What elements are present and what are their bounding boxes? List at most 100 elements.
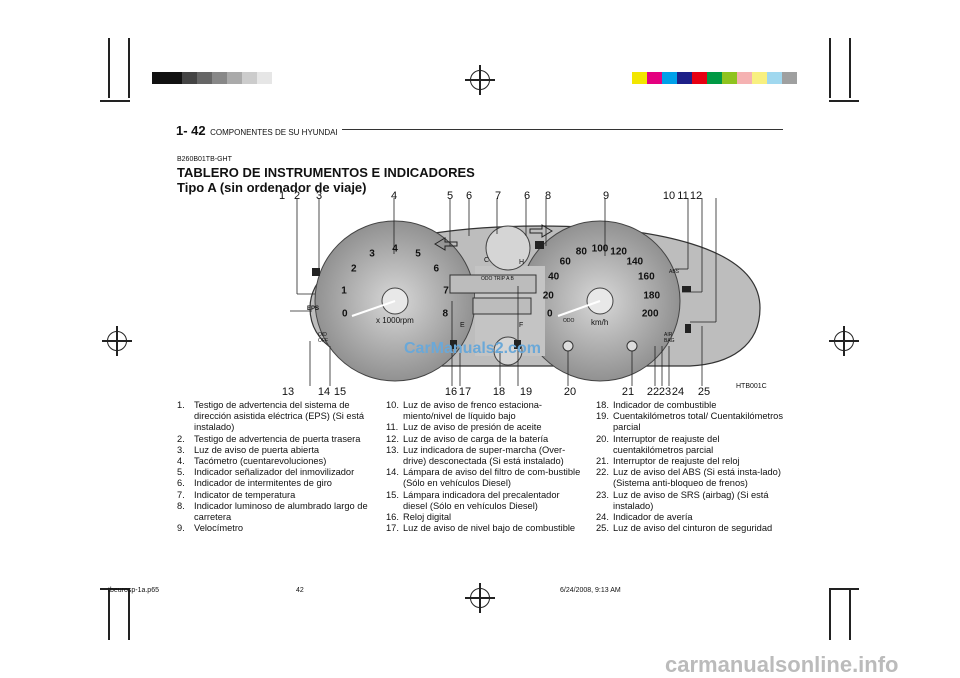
color-swatch [662,72,677,84]
callout-number: 14 [317,386,331,398]
legend-item-number: 6. [177,478,185,489]
callout-number: 6 [523,190,531,202]
legend-item: 18.Indicador de combustible [596,400,786,411]
speedometer-needle [557,300,601,317]
high-beam-icon [535,241,544,249]
color-swatch [167,72,182,84]
callout-number: 1 [278,190,286,202]
legend-item: 13.Luz indicadora de super-marcha (Over-… [386,445,582,467]
callout-number: 22 [646,386,660,398]
legend-item-text: Interruptor de reajuste del cuentakilóme… [613,433,720,455]
callout-number: 15 [333,386,347,398]
callout-number: 19 [519,386,533,398]
legend-item-text: Luz de aviso del ABS (Si está insta-lado… [613,467,781,489]
left-turn-signal-icon [434,237,458,251]
airbag-warning-icon: AIR BAG [664,332,675,344]
color-swatch [257,72,272,84]
legend-item-number: 4. [177,456,185,467]
speedometer-unit: km/h [591,318,609,327]
legend-item-text: Reloj digital [403,512,452,523]
callout-number: 4 [390,190,398,202]
legend-item-text: Cuentakilómetros total/ Cuentakilómetros… [613,411,784,433]
legend-item-text: Luz de aviso de carga de la batería [403,433,549,444]
legend-item: 24.Indicador de avería [596,512,786,523]
legend-item-text: Indicador de combustible [613,400,717,410]
color-swatch [692,72,707,84]
legend-item-number: 8. [177,500,185,511]
color-swatch [647,72,662,84]
door-open-icon [312,268,320,276]
legend-item-number: 5. [177,467,185,478]
legend-item-text: Luz de aviso de puerta abierta [194,444,320,455]
legend-item-text: Tacómetro (cuentarevoluciones) [194,456,327,467]
callout-number: 9 [602,190,610,202]
color-swatch [212,72,227,84]
legend-item-number: 3. [177,444,185,455]
fuel-warning-icon [450,340,457,349]
callout-number: 8 [544,190,552,202]
legend-item: 8.Indicador luminoso de alumbrado largo … [177,501,372,523]
legend-item: 11.Luz de aviso de presión de aceite [386,422,582,433]
legend-item: 5.Indicador señalizador del inmovilizado… [177,467,372,478]
callout-number: 5 [446,190,454,202]
legend-item-text: Luz de aviso de presión de aceite [403,422,542,433]
watermark: CarManuals2.com [404,340,541,357]
tachometer-number: 3 [369,248,375,260]
legend-item: 9. Velocímetro [177,523,372,534]
legend-item: 25.Luz de aviso del cinturon de segurida… [596,523,786,534]
legend-item-text: Testigo de advertencia de puerta trasera [194,433,361,444]
legend-item: 23.Luz de aviso de SRS (airbag) (Si está… [596,490,786,512]
legend-column-1: 1.Testigo de advertencia del sistema de … [177,400,372,534]
speedometer-number: 180 [643,290,661,302]
right-turn-signal-icon [529,224,553,238]
legend-item-text: Interruptor de reajuste del reloj [613,456,740,467]
color-swatch [632,72,647,84]
legend-item-number: 9. [177,523,185,534]
legend-item: 7.Indicator de temperatura [177,490,372,501]
tachometer-number: 0 [341,308,348,320]
legend-list: 10. Luz de aviso de frenco estaciona-mien… [386,400,582,534]
legend-item-text: Velocímetro [194,523,244,534]
legend-item-number: 22. [596,467,609,478]
crop-mark [829,100,859,102]
color-swatch [782,72,797,84]
fuel-full-label: F [519,322,524,329]
tachometer-number: 6 [433,263,440,275]
page-subtitle: Tipo A (sin ordenador de viaje) [177,180,367,195]
legend-item-number: 10. [386,400,399,410]
legend-item-text: Indicator de temperatura [194,489,296,500]
legend-item: 4. Tacómetro (cuentarevoluciones) [177,456,372,467]
color-swatch [707,72,722,84]
legend-item: 20.Interruptor de reajuste del cuentakil… [596,434,786,456]
registration-mark-icon [465,583,495,613]
legend-item-number: 14. [386,467,399,478]
footer-page: 42 [296,587,304,594]
legend-item: 16.Reloj digital [386,512,582,523]
registration-mark-icon [465,65,495,95]
legend-item: 21.Interruptor de reajuste del reloj [596,456,786,467]
color-swatch [722,72,737,84]
legend-item-number: 2. [177,433,185,444]
gray-color-bar [152,72,272,84]
tachometer-number: 4 [392,243,398,255]
legend-item-text: Indicador de avería [613,512,693,523]
callout-number: 12 [689,190,703,202]
speedometer-number: 200 [641,308,659,320]
color-swatch [197,72,212,84]
speedometer-number: 0 [546,308,553,320]
crop-mark [128,590,130,640]
legend-item-text: Luz indicadora de super-marcha (Over-dri… [403,444,566,467]
fuel-pump-icon [514,340,521,349]
legend-item-number: 23. [596,489,609,500]
legend-item-number: 1. [177,400,185,410]
odometer-display [449,274,537,294]
abs-warning-icon: ABS [669,269,680,275]
tachometer-number: 7 [443,285,449,297]
seatbelt-icon [685,324,691,333]
crop-mark [829,590,831,640]
crop-mark [829,588,859,590]
legend-item-text: Luz de aviso de frenco estaciona-miento/… [403,400,543,422]
tachometer-needle [351,300,396,317]
document-code: B260B01TB-GHT [177,156,232,163]
callout-number: 18 [492,386,506,398]
